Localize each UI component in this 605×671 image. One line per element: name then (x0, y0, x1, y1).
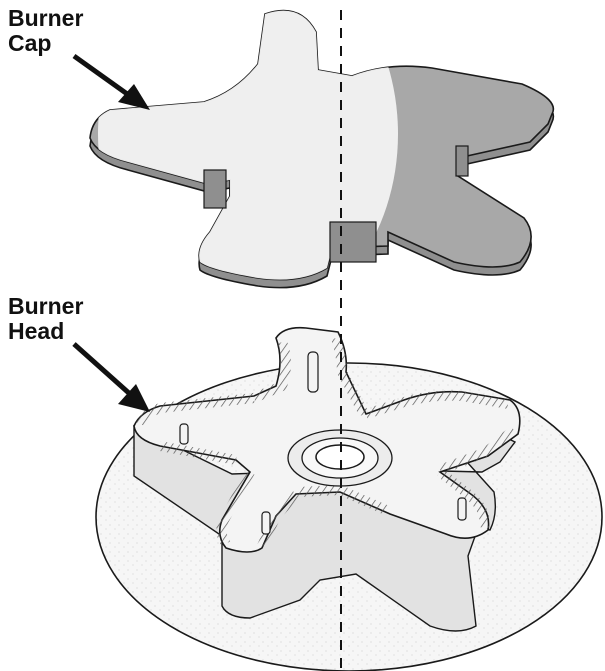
burner-head-label-line-1: Burner (8, 294, 83, 319)
burner-cap-label-line-2: Cap (8, 31, 83, 56)
head-arrow (74, 344, 150, 412)
burner-cap-highlight (98, 0, 398, 324)
burner-head-label-line-2: Head (8, 319, 83, 344)
burner-head-center-ring (288, 430, 392, 486)
cap-arrow (74, 56, 150, 110)
burner-head-label: Burner Head (8, 294, 83, 344)
burner-cap-label: Burner Cap (8, 6, 83, 56)
burner-cap-label-line-1: Burner (8, 6, 83, 31)
